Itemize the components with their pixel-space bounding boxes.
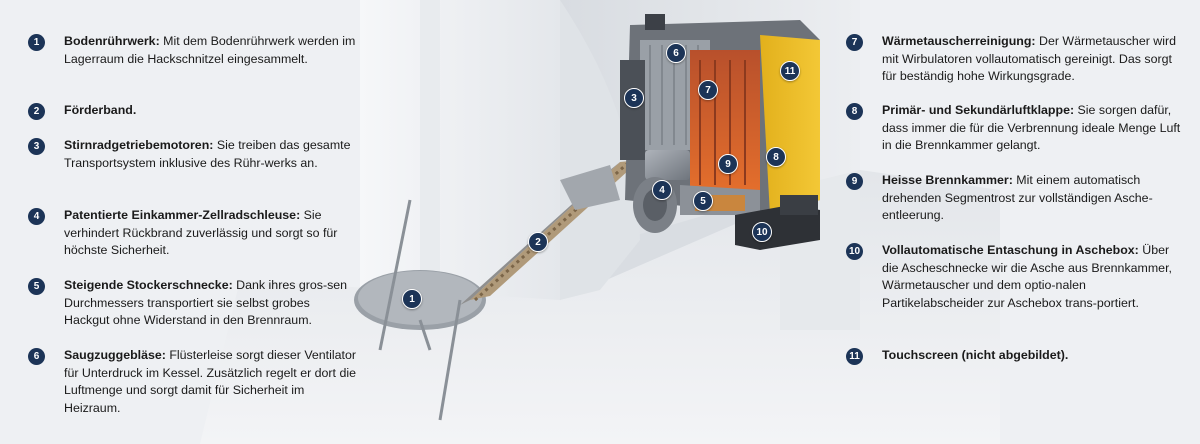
legend-title: Saugzuggebläse: (64, 348, 166, 362)
diagram-marker-9: 9 (718, 154, 738, 174)
legend-text: Touchscreen (nicht abgebildet). (882, 347, 1068, 365)
diagram-marker-11: 11 (780, 61, 800, 81)
legend-description: Flüsterleise sorgt dieser Ventilator für… (64, 348, 356, 415)
legend-description: Sie sorgen dafür, dass immer die für die… (882, 103, 1181, 152)
legend-title: Steigende Stockerschnecke: (64, 278, 233, 292)
legend-description: Sie treiben das gesamte Transportsystem … (64, 138, 351, 170)
legend-item-5: 5 Steigende Stockerschnecke: Dank ihres … (28, 277, 358, 330)
legend-text: Patentierte Einkammer-Zellradschleuse: S… (64, 207, 358, 260)
legend-item-3: 3 Stirnradgetriebemotoren: Sie treiben d… (28, 137, 358, 172)
legend-title: Touchscreen (nicht abgebildet). (882, 348, 1069, 362)
legend-text: Stirnradgetriebemotoren: Sie treiben das… (64, 137, 358, 172)
legend-title: Förderband. (64, 103, 137, 117)
legend-item-4: 4 Patentierte Einkammer-Zellradschleuse:… (28, 207, 358, 260)
legend-item-10: 10 Vollautomatische Entaschung in Ascheb… (846, 242, 1181, 312)
legend-item-7: 7 Wärmetauscherreinigung: Der Wärmetausc… (846, 33, 1181, 86)
diagram-marker-3: 3 (624, 88, 644, 108)
legend-text: Heisse Brennkammer: Mit einem automatisc… (882, 172, 1181, 225)
legend-title: Primär- und Sekundärluftklappe: (882, 103, 1075, 117)
diagram-marker-10: 10 (752, 222, 772, 242)
legend-item-11: 11 Touchscreen (nicht abgebildet). (846, 347, 1068, 365)
legend-item-6: 6 Saugzuggebläse: Flüsterleise sorgt die… (28, 347, 358, 417)
legend-description: Über die Ascheschnecke wir die Asche aus… (882, 243, 1172, 310)
legend-number-badge: 6 (28, 348, 45, 365)
legend-number-badge: 4 (28, 208, 45, 225)
legend-number-badge: 10 (846, 243, 863, 260)
legend-description: Sie verhindert Rückbrand zuverlässig und… (64, 208, 338, 257)
legend-item-1: 1 Bodenrührwerk: Mit dem Bodenrührwerk w… (28, 33, 358, 68)
legend-title: Wärmetauscherreinigung: (882, 34, 1036, 48)
legend-description: Dank ihres gros-sen Durchmessers transpo… (64, 278, 348, 327)
legend-text: Vollautomatische Entaschung in Aschebox:… (882, 242, 1181, 312)
legend-description: Mit einem automatisch drehenden Segmentr… (882, 173, 1153, 222)
legend-title: Heisse Brennkammer: (882, 173, 1013, 187)
legend-number-badge: 5 (28, 278, 45, 295)
legend-title: Stirnradgetriebemotoren: (64, 138, 214, 152)
diagram-marker-2: 2 (528, 232, 548, 252)
legend-text: Primär- und Sekundärluftklappe: Sie sorg… (882, 102, 1181, 155)
diagram-marker-1: 1 (402, 289, 422, 309)
legend-number-badge: 9 (846, 173, 863, 190)
legend-number-badge: 3 (28, 138, 45, 155)
legend-title: Bodenrührwerk: (64, 34, 160, 48)
legend-title: Vollautomatische Entaschung in Aschebox: (882, 243, 1139, 257)
legend-text: Steigende Stockerschnecke: Dank ihres gr… (64, 277, 358, 330)
legend-item-2: 2 Förderband. (28, 102, 136, 120)
diagram-marker-7: 7 (698, 80, 718, 100)
legend-text: Förderband. (64, 102, 136, 120)
legend-number-badge: 2 (28, 103, 45, 120)
diagram-marker-6: 6 (666, 43, 686, 63)
legend-number-badge: 8 (846, 103, 863, 120)
diagram-marker-5: 5 (693, 191, 713, 211)
legend-text: Wärmetauscherreinigung: Der Wärmetausche… (882, 33, 1181, 86)
legend-title: Patentierte Einkammer-Zellradschleuse: (64, 208, 301, 222)
legend-number-badge: 11 (846, 348, 863, 365)
legend-text: Bodenrührwerk: Mit dem Bodenrührwerk wer… (64, 33, 358, 68)
legend-item-9: 9 Heisse Brennkammer: Mit einem automati… (846, 172, 1181, 225)
legend-number-badge: 1 (28, 34, 45, 51)
diagram-marker-4: 4 (652, 180, 672, 200)
legend-number-badge: 7 (846, 34, 863, 51)
legend-item-8: 8 Primär- und Sekundärluftklappe: Sie so… (846, 102, 1181, 155)
legend-description: Mit dem Bodenrührwerk werden im Lagerrau… (64, 34, 356, 66)
legend-text: Saugzuggebläse: Flüsterleise sorgt diese… (64, 347, 358, 417)
legend-description: Der Wärmetauscher wird mit Wirbulatoren … (882, 34, 1177, 83)
diagram-marker-8: 8 (766, 147, 786, 167)
